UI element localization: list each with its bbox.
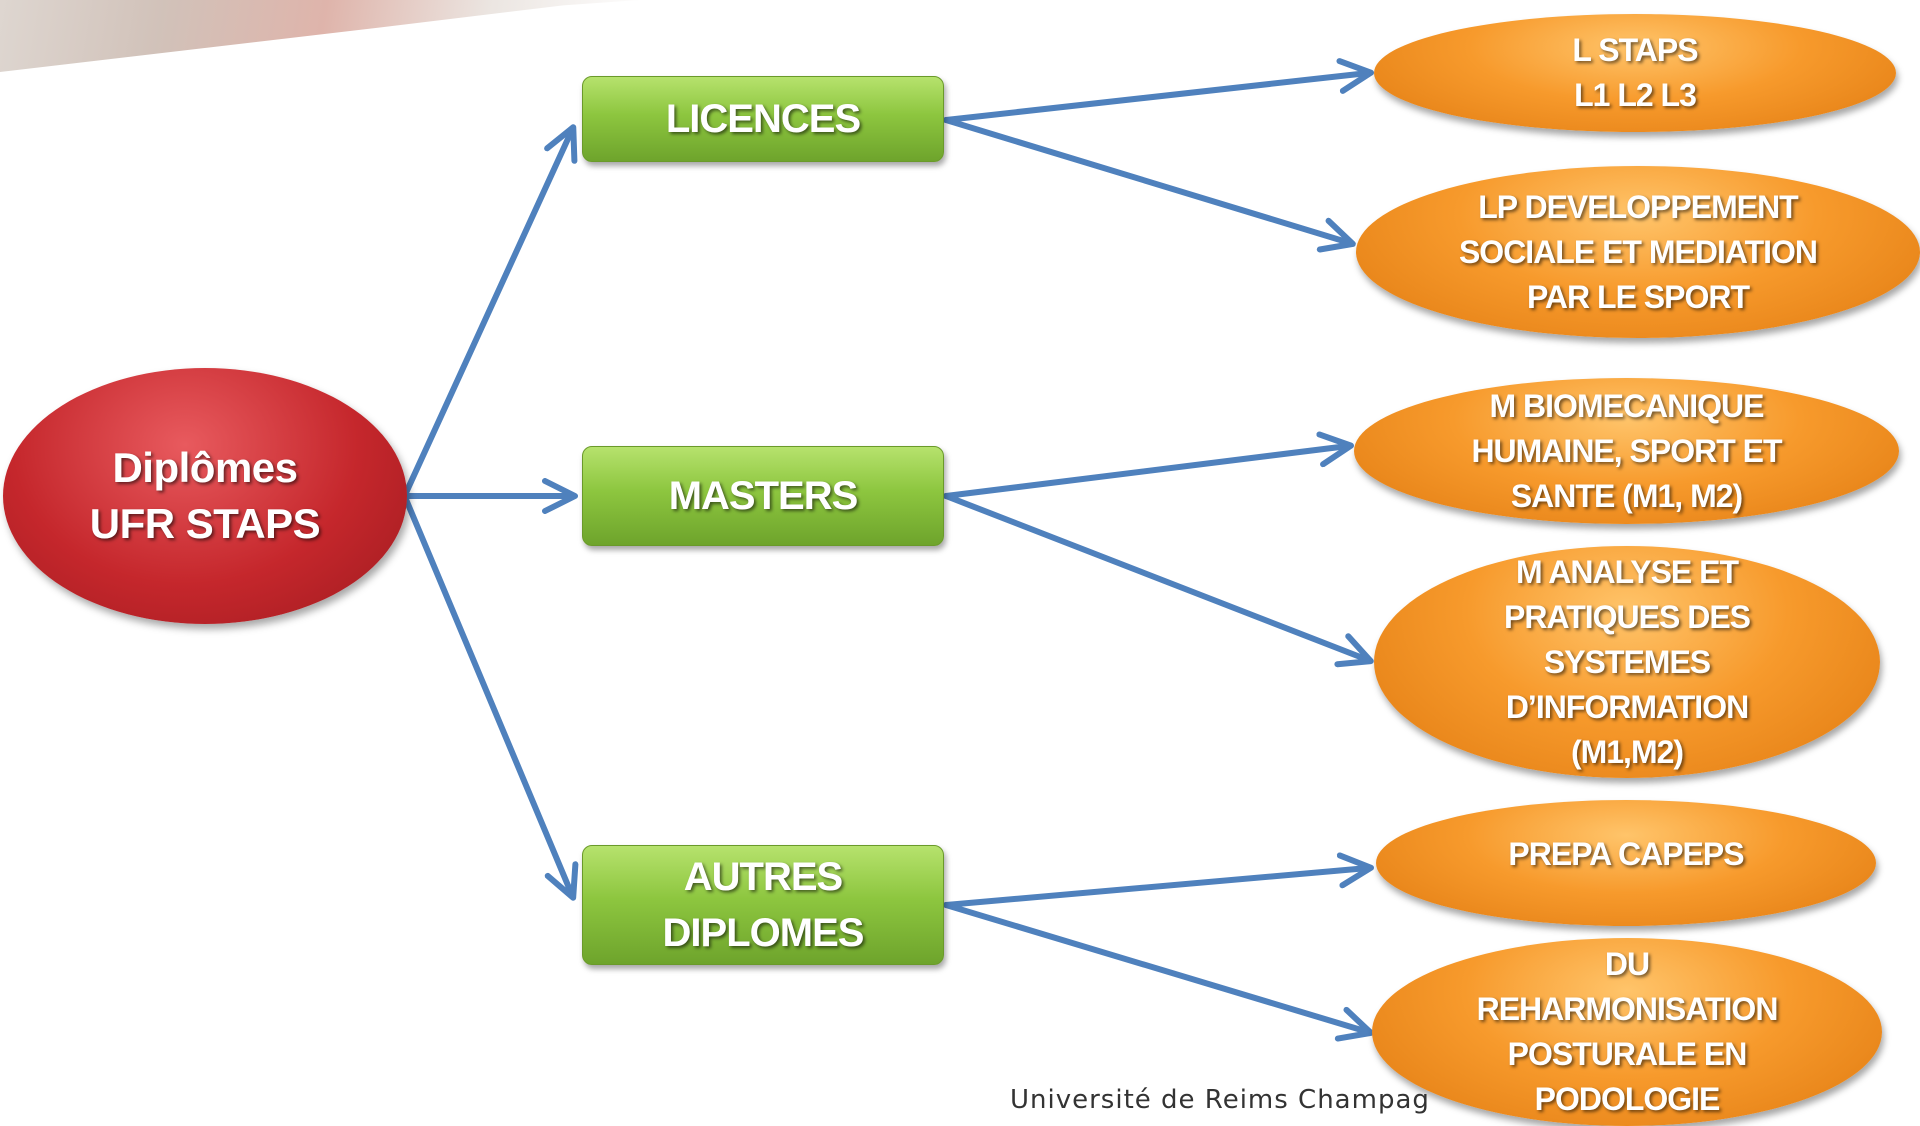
- diploma-label: L STAPS L1 L2 L3: [1572, 32, 1698, 113]
- arrow-autres-to-prepa-capeps: [943, 852, 1374, 908]
- arrow-root-to-autres: [402, 494, 579, 901]
- university-footer: Université de Reims Champag: [1010, 1085, 1430, 1115]
- diploma-node-m-biomecanique: M BIOMECANIQUE HUMAINE, SPORT ET SANTE (…: [1354, 378, 1899, 524]
- arrow-masters-to-m-biomecanique: [943, 431, 1354, 499]
- category-node-licences: LICENCES: [582, 76, 944, 162]
- root-node: Diplômes UFR STAPS: [3, 368, 407, 624]
- diploma-node-lp-developpement: LP DEVELOPPEMENT SOCIALE ET MEDIATION PA…: [1356, 166, 1920, 338]
- diploma-label: LP DEVELOPPEMENT SOCIALE ET MEDIATION PA…: [1458, 188, 1818, 315]
- diploma-label: PREPA CAPEPS: [1508, 835, 1744, 872]
- category-label: LICENCES: [665, 97, 861, 141]
- diploma-node-du-reharmonisation: DU REHARMONISATION POSTURALE EN PODOLOGI…: [1372, 938, 1882, 1126]
- arrow-licences-to-l-staps: [943, 58, 1374, 123]
- category-label: MASTERS: [668, 474, 859, 518]
- diploma-node-prepa-capeps: PREPA CAPEPS: [1376, 800, 1876, 926]
- category-node-masters: MASTERS: [582, 446, 944, 546]
- arrow-root-to-licences: [402, 124, 578, 498]
- arrow-licences-to-lp: [943, 117, 1356, 253]
- diploma-node-l-staps: L STAPS L1 L2 L3: [1374, 14, 1896, 132]
- diploma-node-m-analyse: M ANALYSE ET PRATIQUES DES SYSTEMES D’IN…: [1374, 546, 1880, 778]
- arrow-masters-to-m-analyse: [943, 493, 1374, 668]
- arrow-autres-to-du: [943, 902, 1374, 1042]
- diploma-label: M ANALYSE ET PRATIQUES DES SYSTEMES D’IN…: [1504, 553, 1751, 770]
- diploma-label: DU REHARMONISATION POSTURALE EN PODOLOGI…: [1476, 946, 1779, 1117]
- category-label: AUTRES DIPLOMES: [662, 855, 865, 955]
- category-node-autres: AUTRES DIPLOMES: [582, 845, 944, 965]
- diploma-label: M BIOMECANIQUE HUMAINE, SPORT ET SANTE (…: [1471, 387, 1782, 514]
- root-label: Diplômes UFR STAPS: [89, 444, 321, 547]
